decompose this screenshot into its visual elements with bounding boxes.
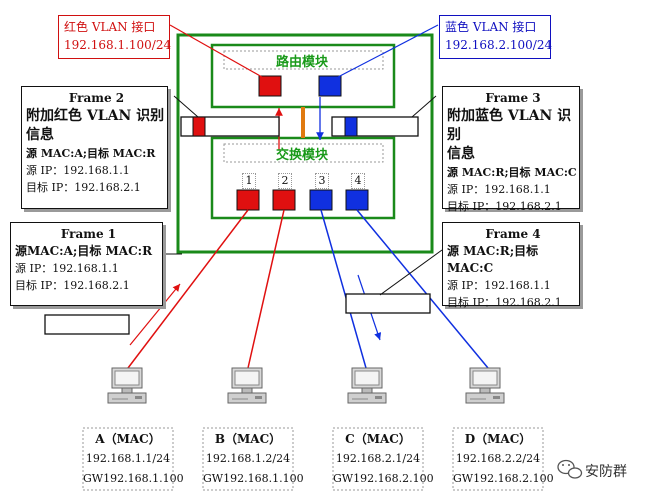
host-a-gw: GW192.168.1.100	[83, 472, 184, 485]
frame2-info-box: Frame 2 附加红色 VLAN 识别 信息 源 MAC:A;目标 MAC:R…	[21, 86, 168, 209]
port-label-2: 2	[278, 173, 292, 189]
switch-port-3	[309, 189, 333, 211]
cable-a	[127, 209, 249, 369]
port-label-4: 4	[351, 173, 365, 189]
frame1-bar	[44, 314, 130, 335]
wechat-icon	[557, 459, 583, 479]
cable-b	[247, 209, 285, 369]
blue-vlan-title: 蓝色 VLAN 接口	[445, 20, 537, 34]
frame4-bar	[345, 293, 431, 314]
blue-vlan-label: 蓝色 VLAN 接口 192.168.2.100/24	[439, 15, 553, 59]
host-c-label: C（MAC） 192.168.2.1/24 GW192.168.2.100	[333, 431, 434, 487]
frame2-line: 源 IP：192.168.1.1	[26, 164, 130, 177]
port-label-3: 3	[315, 173, 329, 189]
host-d-gw: GW192.168.2.100	[453, 472, 554, 485]
frame3-line: 目标 IP：192.168.2.1	[447, 200, 562, 213]
pc-b-icon	[227, 367, 267, 404]
host-b-ip: 192.168.1.2/24	[205, 452, 291, 465]
frame2-line: 附加红色 VLAN 识别	[26, 108, 165, 124]
frame3-line: 信息	[447, 146, 475, 162]
frame4-line: 源 MAC:R;目标 MAC:C	[447, 244, 539, 275]
frame4-info-box: Frame 4 源 MAC:R;目标 MAC:C 源 IP：192.168.1.…	[442, 222, 580, 309]
pc-c-icon	[347, 367, 387, 404]
frame4-line: 源 IP：192.168.1.1	[447, 279, 551, 292]
frame4-line: 目标 IP：192.168.2.1	[447, 296, 562, 309]
red-vlan-ip: 192.168.1.100/24	[64, 38, 172, 52]
red-vlan-label: 红色 VLAN 接口 192.168.1.100/24	[58, 15, 172, 59]
frame2-line: 目标 IP：192.168.2.1	[26, 181, 141, 194]
host-b-gw: GW192.168.1.100	[203, 472, 304, 485]
port-label-1: 1	[242, 173, 256, 189]
host-d-name: D（MAC）	[464, 432, 532, 446]
host-d-label: D（MAC） 192.168.2.2/24 GW192.168.2.100	[453, 431, 554, 487]
host-a-ip: 192.168.1.1/24	[85, 452, 171, 465]
frame3-line: 源 MAC:R;目标 MAC:C	[447, 166, 577, 179]
frame1-title: Frame 1	[60, 227, 117, 241]
host-d-ip: 192.168.2.2/24	[455, 452, 541, 465]
host-c-gw: GW192.168.2.100	[333, 472, 434, 485]
l3-switch-chassis	[176, 33, 434, 254]
cable-c	[320, 209, 367, 369]
red-vlan-title: 红色 VLAN 接口	[64, 20, 156, 34]
router-red-interface	[258, 75, 282, 97]
host-c-ip: 192.168.2.1/24	[335, 452, 421, 465]
host-b-label: B（MAC） 192.168.1.2/24 GW192.168.1.100	[203, 431, 304, 487]
frame2-line: 信息	[26, 127, 54, 143]
pc-a-icon	[107, 367, 147, 404]
frame1-line: 目标 IP：192.168.2.1	[15, 279, 130, 292]
switch-port-4	[345, 189, 369, 211]
switch-port-1	[236, 189, 260, 211]
host-b-name: B（MAC）	[214, 432, 282, 446]
host-a-name: A（MAC）	[95, 432, 161, 446]
router-module-title: 路由模块	[276, 55, 329, 70]
frame1-line: 源MAC:A;目标 MAC:R	[15, 244, 153, 258]
blue-vlan-ip: 192.168.2.100/24	[445, 38, 553, 52]
frame2-line: 源 MAC:A;目标 MAC:R	[26, 147, 156, 160]
frame1-line: 源 IP：192.168.1.1	[15, 262, 119, 275]
frame3-title: Frame 3	[485, 91, 541, 105]
switch-port-2	[272, 189, 296, 211]
frame3-line: 源 IP：192.168.1.1	[447, 183, 551, 196]
frame4-title: Frame 4	[485, 227, 541, 241]
switch-module-title: 交换模块	[276, 148, 329, 163]
cable-d	[356, 209, 489, 369]
frame3-line: 附加蓝色 VLAN 识别	[447, 108, 572, 143]
watermark-text: 安防群	[585, 464, 627, 480]
host-c-name: C（MAC）	[345, 432, 411, 446]
frame1-info-box: Frame 1 源MAC:A;目标 MAC:R 源 IP：192.168.1.1…	[10, 222, 163, 306]
router-blue-interface	[318, 75, 342, 97]
pc-d-icon	[465, 367, 505, 404]
frame3-info-box: Frame 3 附加蓝色 VLAN 识别 信息 源 MAC:R;目标 MAC:C…	[442, 86, 580, 213]
frame2-title: Frame 2	[68, 91, 125, 105]
host-a-label: A（MAC） 192.168.1.1/24 GW192.168.1.100	[83, 431, 184, 487]
